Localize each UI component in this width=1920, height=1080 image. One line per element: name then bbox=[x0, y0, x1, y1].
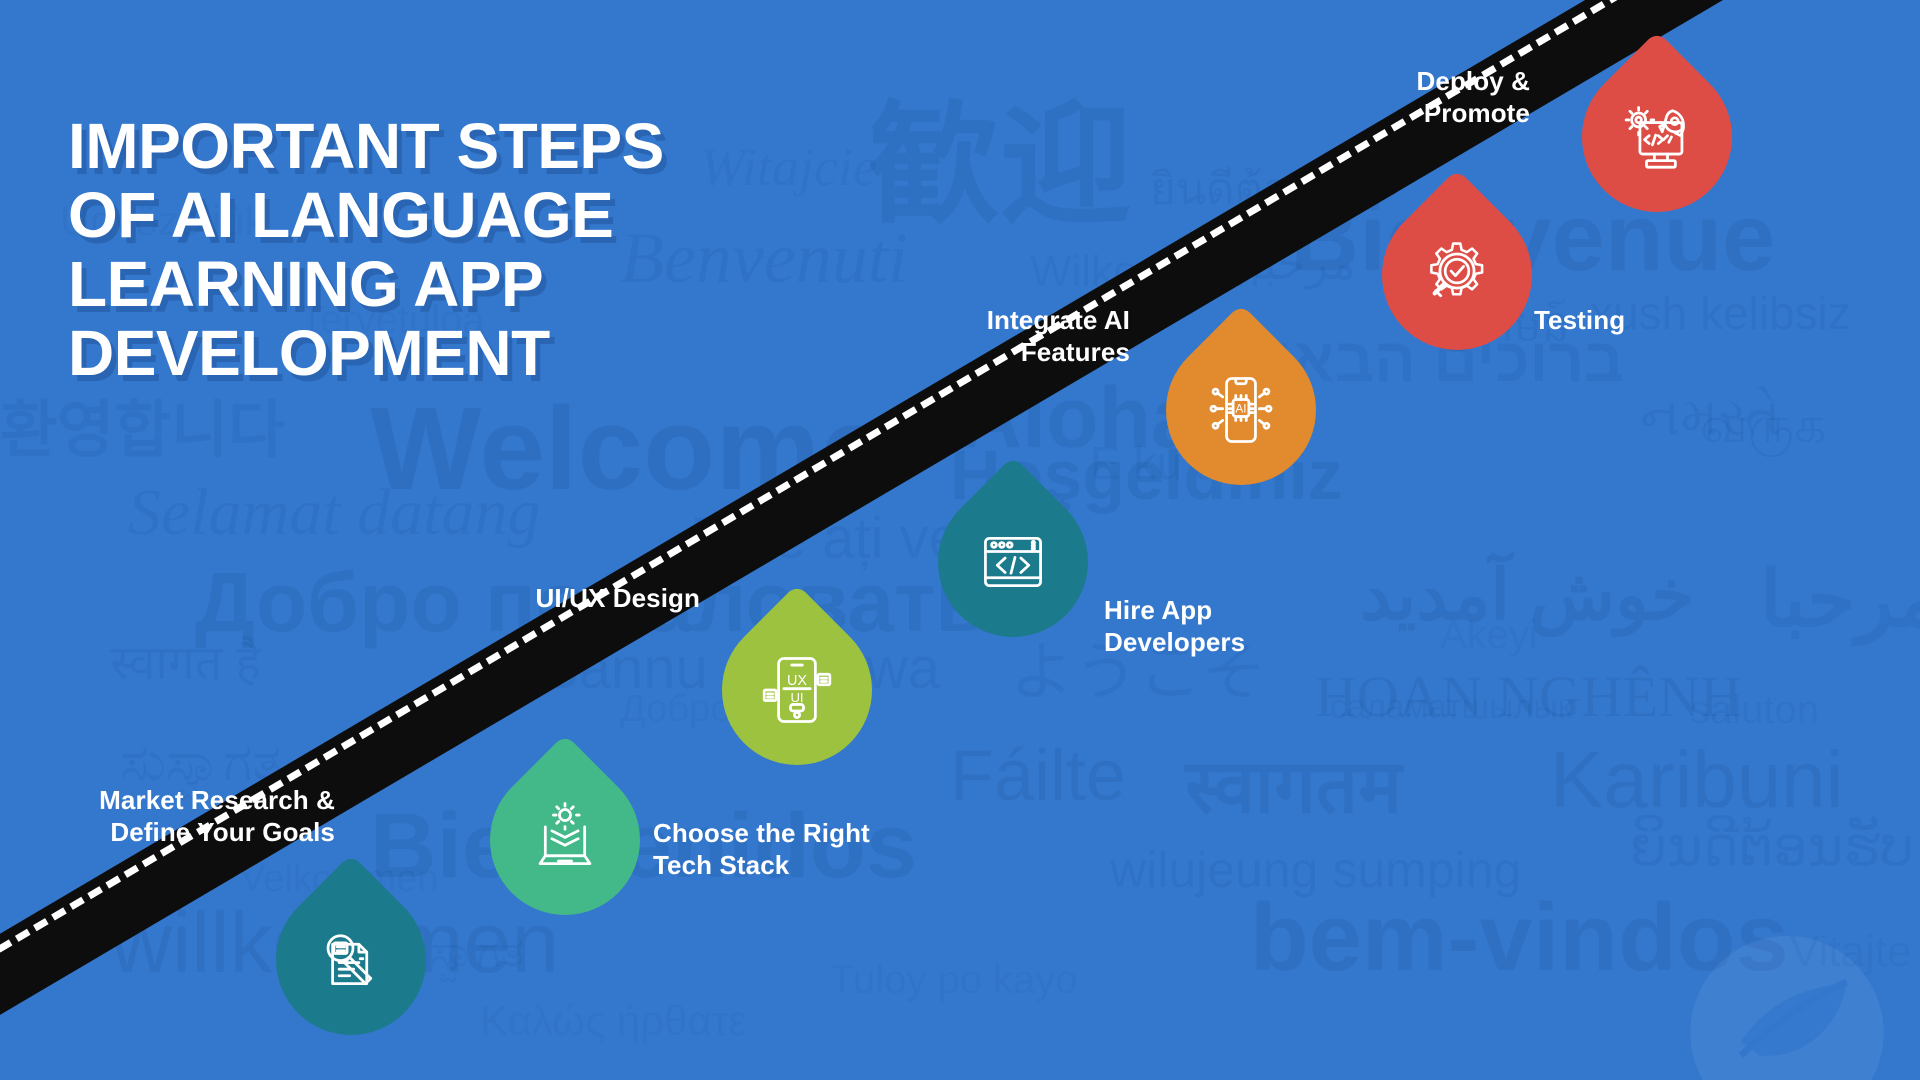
phone-ai-chip-icon: AI bbox=[1199, 368, 1283, 452]
step-label-hire-developers: Hire App Developers bbox=[1104, 595, 1246, 657]
browser-code-brackets-icon bbox=[971, 520, 1055, 604]
phone-uiux-wireframe-icon: UX UI bbox=[755, 648, 839, 732]
step-marker-hire-developers[interactable] bbox=[906, 455, 1120, 669]
page-title: IMPORTANT STEPS OF AI LANGUAGE LEARNING … bbox=[68, 110, 664, 390]
step-marker-market-research[interactable] bbox=[244, 853, 458, 1067]
svg-text:AI: AI bbox=[1235, 402, 1246, 416]
step-label-integrate-ai: Integrate AI Features bbox=[986, 305, 1130, 367]
step-marker-deploy-promote[interactable] bbox=[1550, 30, 1764, 244]
laptop-gear-stack-icon bbox=[523, 798, 607, 882]
step-marker-tech-stack[interactable] bbox=[458, 733, 672, 947]
leaf-watermark-icon bbox=[1690, 936, 1884, 1080]
step-label-market-research: Market Research & Define Your Goals bbox=[99, 785, 335, 847]
step-label-testing: Testing bbox=[1534, 305, 1626, 335]
step-marker-uiux-design[interactable]: UX UI bbox=[690, 583, 904, 797]
step-label-uiux-design: UI/UX Design bbox=[535, 583, 700, 613]
step-marker-integrate-ai[interactable]: AI bbox=[1134, 303, 1348, 517]
svg-text:UI: UI bbox=[790, 690, 803, 705]
gear-magnifier-check-icon bbox=[1415, 233, 1499, 317]
step-marker-testing[interactable] bbox=[1350, 168, 1564, 382]
step-label-deploy-promote: Deploy & Promote bbox=[1416, 66, 1530, 128]
document-magnifier-pencil-icon bbox=[309, 918, 393, 1002]
step-label-tech-stack: Choose the Right Tech Stack bbox=[653, 818, 870, 880]
monitor-rocket-deploy-icon bbox=[1615, 95, 1699, 179]
svg-text:UX: UX bbox=[787, 673, 807, 689]
